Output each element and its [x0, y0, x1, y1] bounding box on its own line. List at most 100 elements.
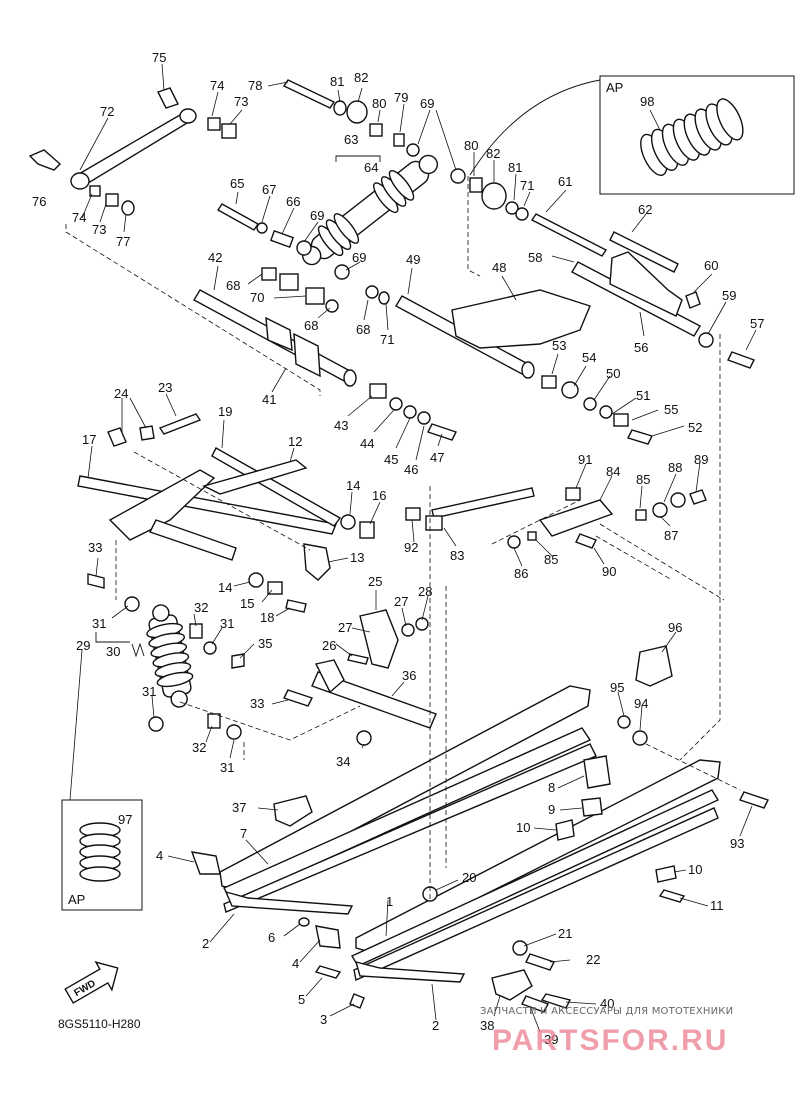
callout-78: 78	[248, 78, 262, 93]
bushing-73a	[221, 123, 237, 139]
callout-32a: 32	[194, 600, 208, 615]
callout-28: 28	[418, 584, 432, 599]
callout-33b: 33	[250, 696, 264, 711]
callout-36: 36	[402, 668, 416, 683]
callout-14a: 14	[346, 478, 360, 493]
callout-73b: 73	[92, 222, 106, 237]
rear-shock-63	[301, 154, 439, 266]
wear-plate-4b	[315, 925, 341, 949]
callout-9: 9	[548, 802, 555, 817]
callout-94: 94	[634, 696, 648, 711]
callout-31c: 31	[142, 684, 156, 699]
stopper-13	[303, 543, 331, 581]
callout-74b: 74	[72, 210, 86, 225]
callout-96: 96	[668, 620, 682, 635]
callout-53: 53	[552, 338, 566, 353]
callout-80a: 80	[372, 96, 386, 111]
inset-label-top: AP	[606, 80, 623, 95]
callout-87: 87	[664, 528, 678, 543]
bolt-78	[282, 79, 336, 109]
callout-66: 66	[286, 194, 300, 209]
callout-90: 90	[602, 564, 616, 579]
callout-27a: 27	[394, 594, 408, 609]
callout-11: 11	[710, 898, 724, 913]
callout-54: 54	[582, 350, 596, 365]
callout-45: 45	[384, 452, 398, 467]
callout-5: 5	[298, 992, 305, 1007]
callout-74a: 74	[210, 78, 224, 93]
callout-79: 79	[394, 90, 408, 105]
stopper-8	[583, 755, 611, 789]
callout-68a: 68	[226, 278, 240, 293]
callout-27b: 27	[338, 620, 352, 635]
callout-38: 38	[480, 1018, 494, 1033]
callout-43: 43	[334, 418, 348, 433]
callout-42: 42	[208, 250, 222, 265]
callout-25: 25	[368, 574, 382, 589]
callout-84: 84	[606, 464, 620, 479]
callout-77: 77	[116, 234, 130, 249]
callout-35: 35	[258, 636, 272, 651]
callout-labels: 1 2 2 3 4 4 5 6 7 8 9 10 10 11 12 13 14 …	[32, 50, 764, 1047]
callout-51: 51	[636, 388, 650, 403]
callout-7: 7	[240, 826, 247, 841]
callout-16: 16	[372, 488, 386, 503]
rear-shaft-49	[395, 289, 591, 379]
bolt-75	[157, 87, 179, 109]
slide-rail-left-7	[219, 685, 597, 913]
callout-92: 92	[404, 540, 418, 555]
callout-41: 41	[262, 392, 276, 407]
callout-85b: 85	[544, 552, 558, 567]
callout-63: 63	[344, 132, 358, 147]
callout-22: 22	[586, 952, 600, 967]
callout-20: 20	[462, 870, 476, 885]
callout-15: 15	[240, 596, 254, 611]
callout-95: 95	[610, 680, 624, 695]
callout-75: 75	[152, 50, 166, 65]
callout-76: 76	[32, 194, 46, 209]
callout-30: 30	[106, 644, 120, 659]
callout-80b: 80	[464, 138, 478, 153]
callout-12: 12	[288, 434, 302, 449]
callout-47: 47	[430, 450, 444, 465]
callout-89: 89	[694, 452, 708, 467]
callout-81b: 81	[508, 160, 522, 175]
watermark-caption: ЗАПЧАСТИ И АКСЕССУАРЫ ДЛЯ МОТОТЕХНИКИ	[480, 1006, 734, 1017]
callout-8: 8	[548, 780, 555, 795]
callout-6: 6	[268, 930, 275, 945]
callout-71b: 71	[380, 332, 394, 347]
callout-67: 67	[262, 182, 276, 197]
callout-64: 64	[364, 160, 378, 175]
callout-61: 61	[558, 174, 572, 189]
callout-82a: 82	[354, 70, 368, 85]
callout-26: 26	[322, 638, 336, 653]
callout-29: 29	[76, 638, 90, 653]
callout-31b: 31	[220, 616, 234, 631]
callout-10a: 10	[516, 820, 530, 835]
bolt-61	[530, 213, 608, 257]
bracket-96	[635, 645, 673, 687]
callout-62: 62	[638, 202, 652, 217]
callout-85a: 85	[636, 472, 650, 487]
arm-84	[538, 499, 614, 537]
inset-spring-98: AP	[599, 75, 795, 195]
callout-2a: 2	[202, 936, 209, 951]
callout-31a: 31	[92, 616, 106, 631]
plate-62	[609, 231, 679, 273]
callout-37: 37	[232, 800, 246, 815]
callout-1: 1	[386, 894, 393, 909]
shaft-83	[431, 487, 535, 519]
callout-24: 24	[114, 386, 128, 401]
slide-rail-right-1	[350, 759, 721, 981]
front-arm-link-72	[70, 108, 197, 190]
callout-40: 40	[600, 996, 614, 1011]
front-shock-29	[146, 604, 194, 708]
callout-65: 65	[230, 176, 244, 191]
callout-88: 88	[668, 460, 682, 475]
callout-19: 19	[218, 404, 232, 419]
callout-73a: 73	[234, 94, 248, 109]
callout-69a: 69	[420, 96, 434, 111]
callout-68b: 68	[304, 318, 318, 333]
callout-39: 39	[544, 1032, 558, 1047]
callout-58: 58	[528, 250, 542, 265]
